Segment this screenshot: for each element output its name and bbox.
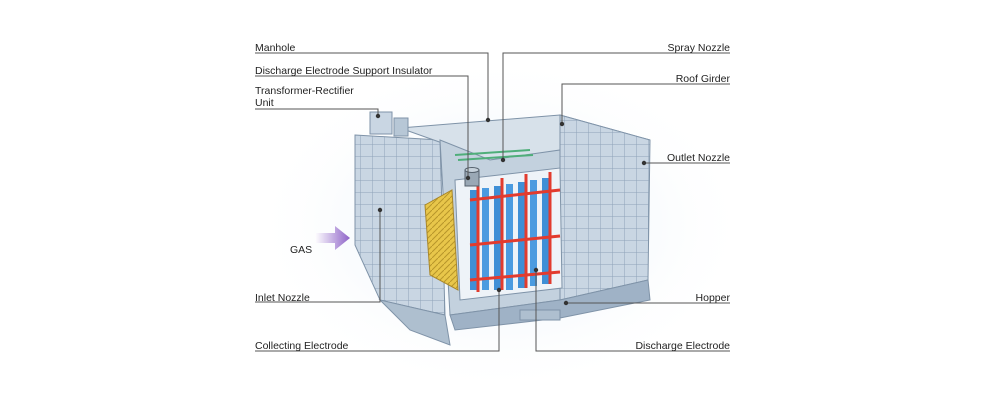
label-gas: GAS	[290, 244, 313, 256]
label-inlet-nozzle: Inlet Nozzle	[255, 292, 310, 304]
label-transformer-line1: Transformer-Rectifier	[255, 85, 354, 97]
label-collecting-electrode: Collecting Electrode	[255, 340, 349, 352]
collecting-electrode-plates	[470, 178, 549, 290]
base-hopper	[449, 279, 651, 331]
label-support-insulator: Discharge Electrode Support Insulator	[255, 65, 433, 77]
label-spray-nozzle: Spray Nozzle	[667, 42, 730, 54]
inlet-screen	[424, 189, 459, 291]
hopper-support	[519, 309, 561, 321]
casing-side	[559, 114, 651, 301]
label-hopper: Hopper	[695, 292, 730, 304]
transformer-rectifier-unit	[369, 111, 409, 137]
inlet-hopper	[378, 299, 451, 346]
label-roof-girder: Roof Girder	[675, 73, 730, 85]
leader-dots	[375, 113, 647, 306]
leader-lines	[255, 52, 730, 352]
label-outlet-nozzle: Outlet Nozzle	[666, 152, 730, 164]
label-manhole: Manhole	[255, 42, 296, 54]
label-transformer-line2: Unit	[255, 97, 274, 109]
gas-arrow	[315, 226, 350, 250]
discharge-electrode-frames	[469, 172, 561, 292]
label-discharge-electrode: Discharge Electrode	[635, 340, 730, 352]
